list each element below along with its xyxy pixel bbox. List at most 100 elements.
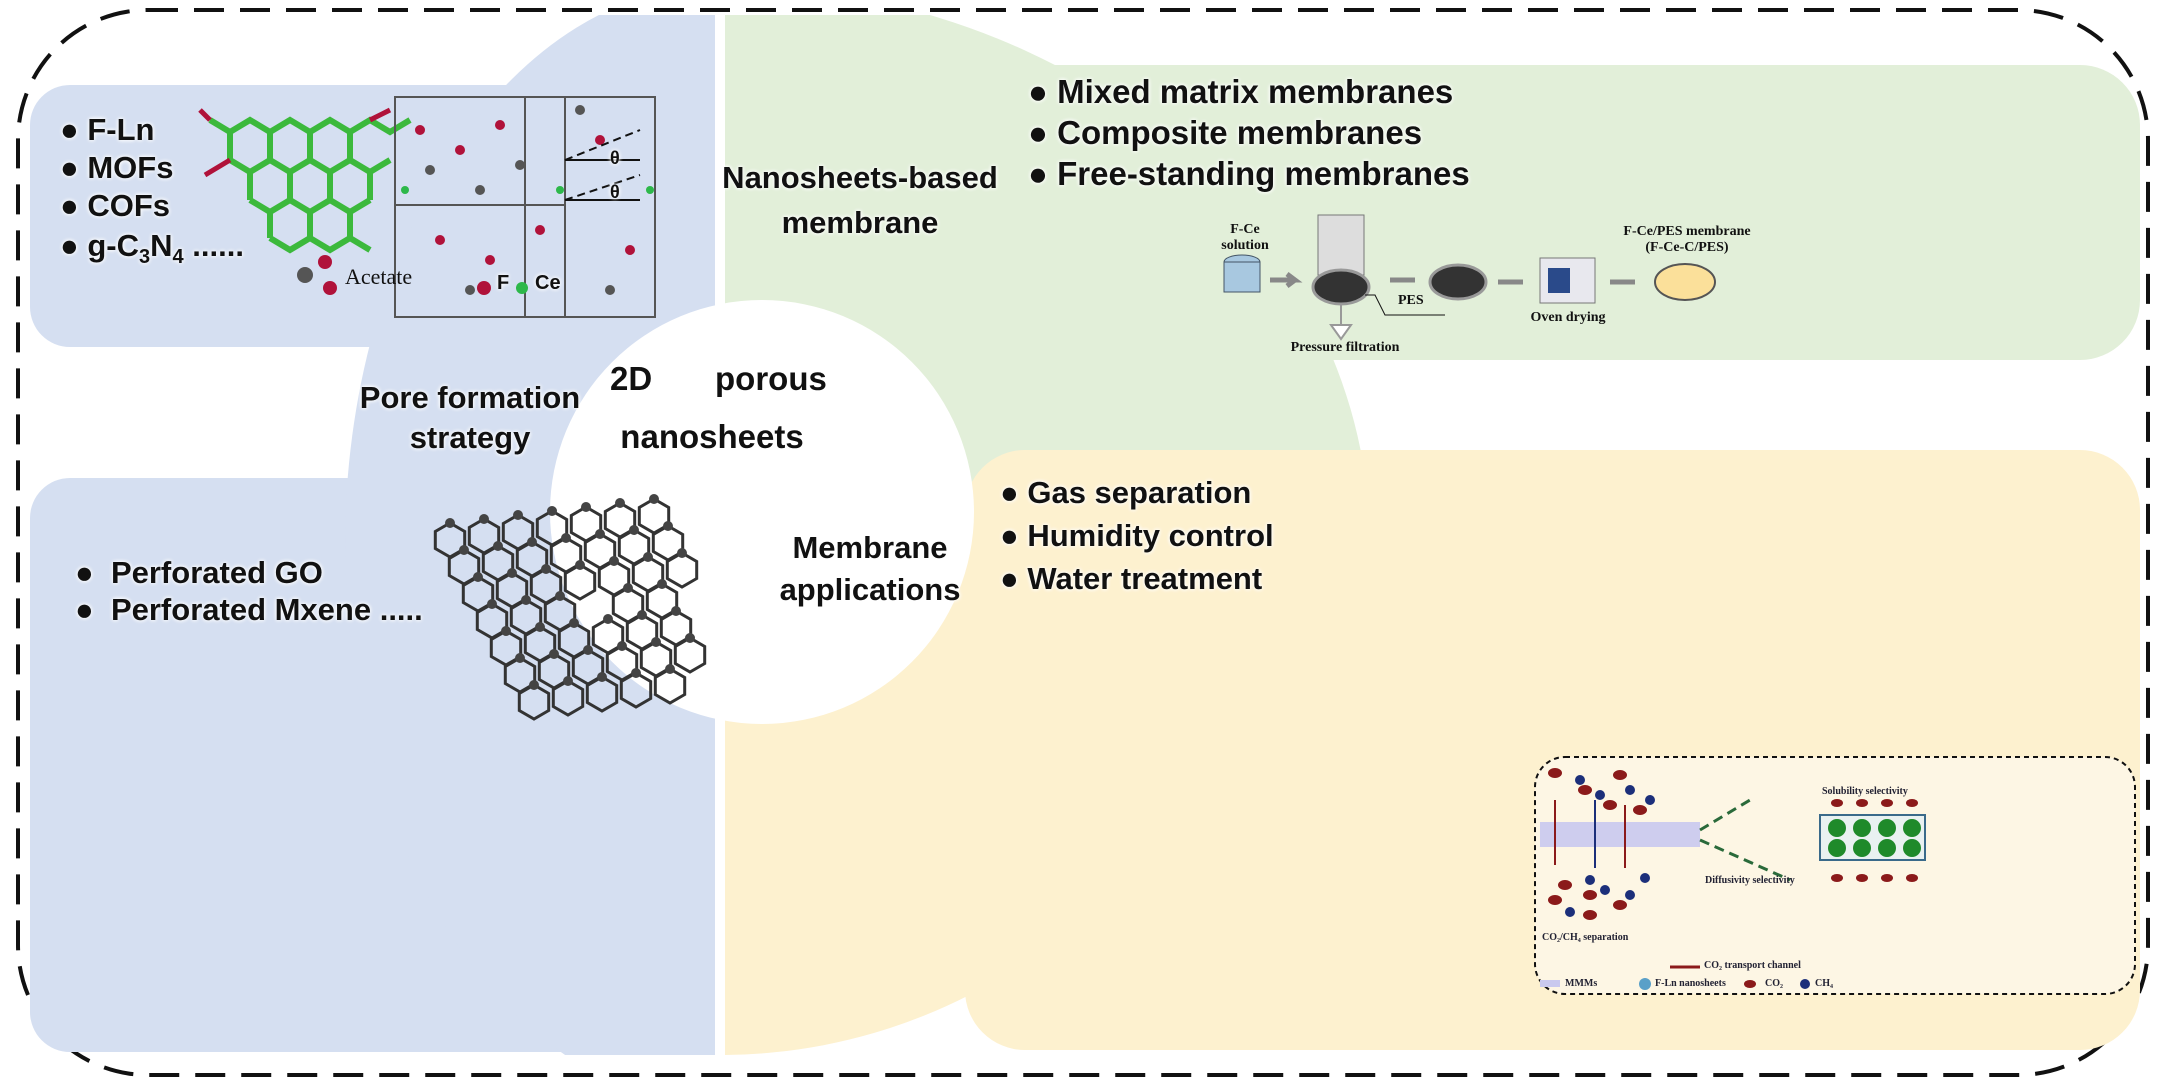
item-label: Water treatment xyxy=(1027,561,1263,596)
carbon-atom xyxy=(459,545,469,555)
carbon-atom xyxy=(677,548,687,558)
inset-nanosheets-label: F-Ln nanosheets xyxy=(1655,978,1726,989)
co2-molecule xyxy=(1603,800,1617,810)
item-label: Free-standing membranes xyxy=(1057,155,1470,192)
co2-molecule xyxy=(1831,874,1843,882)
pore-formation-label-2: strategy xyxy=(409,420,531,455)
bullet-mixed-matrix: ● Mixed matrix membranes xyxy=(1028,73,1454,110)
carbon-atom xyxy=(615,498,625,508)
legend-ce: Ce xyxy=(535,272,561,294)
membrane-label-1: Nanosheets-based xyxy=(722,160,998,195)
ch4-molecule xyxy=(1595,790,1605,800)
carbon-atom xyxy=(521,595,531,605)
carbon-atom xyxy=(515,653,525,663)
co2-molecule xyxy=(1613,900,1627,910)
legend-ch4 xyxy=(1800,979,1810,989)
ch4-molecule xyxy=(1575,775,1585,785)
label-line: (F-Ce-C/PES) xyxy=(1645,240,1729,255)
carbon-atom xyxy=(507,568,517,578)
graphene-ring xyxy=(551,679,585,717)
carbon-atom xyxy=(649,494,659,504)
legend-f: F xyxy=(497,272,510,294)
ch4-molecule xyxy=(1585,875,1595,885)
subscript: 3 xyxy=(139,246,151,269)
la-atom xyxy=(1853,819,1871,837)
bullet-f-ln: ● F-Ln xyxy=(60,112,155,147)
inset-mmms-label: MMMs xyxy=(1565,978,1598,989)
ch4-molecule xyxy=(1565,907,1575,917)
carbon-atom xyxy=(561,533,571,543)
inset-separation-label: CO₂/CH₄ separation xyxy=(1542,932,1629,943)
process-pressure-label: Pressure filtration xyxy=(1290,340,1400,355)
carbon-atom xyxy=(549,649,559,659)
carbon-atom xyxy=(583,645,593,655)
crystal-structure-image xyxy=(297,96,656,318)
graphene-ring xyxy=(585,675,619,713)
bullet-free-standing: ● Free-standing membranes xyxy=(1028,155,1470,192)
carbon-atom xyxy=(445,518,455,528)
bullet-g-c3n4: ● g-C3N4 ...... xyxy=(60,228,244,269)
carbon-atom xyxy=(651,637,661,647)
graphene-ring xyxy=(619,671,653,709)
graphene-ring xyxy=(665,551,699,589)
carbon-atom xyxy=(603,614,613,624)
carbon-atom xyxy=(547,506,557,516)
inset-co2-label: CO₂ xyxy=(1765,978,1783,989)
carbon-atom xyxy=(685,633,695,643)
graphene-ring xyxy=(673,636,707,674)
gas-separation-inset xyxy=(1534,756,2136,995)
membrane-label-2: membrane xyxy=(781,205,939,240)
center-title-porous: porous xyxy=(715,360,827,397)
carbon-atom xyxy=(637,610,647,620)
carbon-atom xyxy=(501,626,511,636)
bullet-perforated-go: ● Perforated GO xyxy=(75,555,323,590)
carbon-atom xyxy=(623,583,633,593)
carbon-atom xyxy=(541,564,551,574)
applications-label-2: applications xyxy=(779,572,961,607)
bullet-perforated-mxene: ● Perforated Mxene ..... xyxy=(75,592,423,627)
la-atom xyxy=(1903,819,1921,837)
process-pes-label: PES xyxy=(1398,293,1424,308)
inset-diffusivity-label: Diffusivity selectivity xyxy=(1705,875,1795,886)
graphene-ring xyxy=(517,683,551,721)
legend-acetate: Acetate xyxy=(345,264,413,289)
label-line: F-Ce xyxy=(1230,222,1260,237)
bullet-gas-separation: ● Gas separation xyxy=(1000,475,1252,510)
item-label: MOFs xyxy=(87,150,174,185)
theta-label: θ xyxy=(610,182,620,202)
la-atom xyxy=(1903,839,1921,857)
co2-molecule xyxy=(1856,799,1868,807)
perforated-graphene-image xyxy=(433,494,707,721)
item-label: Humidity control xyxy=(1027,518,1274,553)
inset-transport-label: CO₂ transport channel xyxy=(1704,960,1801,971)
co2-molecule xyxy=(1881,874,1893,882)
carbon-atom xyxy=(493,541,503,551)
process-flow-image xyxy=(1223,214,1716,341)
co2-molecule xyxy=(1548,768,1562,778)
carbon-atom xyxy=(617,641,627,651)
co2-molecule xyxy=(1831,799,1843,807)
label-line: F-Ce/PES membrane xyxy=(1623,224,1751,239)
pore-formation-region xyxy=(30,15,715,1055)
co2-molecule xyxy=(1881,799,1893,807)
theta-label: θ xyxy=(610,148,620,168)
graphene-ring xyxy=(563,563,597,601)
carbon-atom xyxy=(555,591,565,601)
carbon-atom xyxy=(663,521,673,531)
subscript: 4 xyxy=(172,246,184,269)
la-atom xyxy=(1878,839,1896,857)
carbon-atom xyxy=(473,572,483,582)
la-atom xyxy=(1828,819,1846,837)
item-label: COFs xyxy=(87,188,171,223)
process-product-label: F-Ce/PES membrane(F-Ce-C/PES) xyxy=(1623,224,1750,256)
center-title-2d: 2D xyxy=(610,360,653,397)
la-atom xyxy=(1828,839,1846,857)
ch4-molecule xyxy=(1645,795,1655,805)
bullet-mofs: ● MOFs xyxy=(60,150,174,185)
carbon-atom xyxy=(631,668,641,678)
ellipsis: ...... xyxy=(192,228,244,263)
item-label: g-C xyxy=(87,228,139,263)
pore-formation-label-1: Pore formation xyxy=(359,380,581,415)
label-line: solution xyxy=(1221,238,1269,253)
la-atom xyxy=(1878,819,1896,837)
